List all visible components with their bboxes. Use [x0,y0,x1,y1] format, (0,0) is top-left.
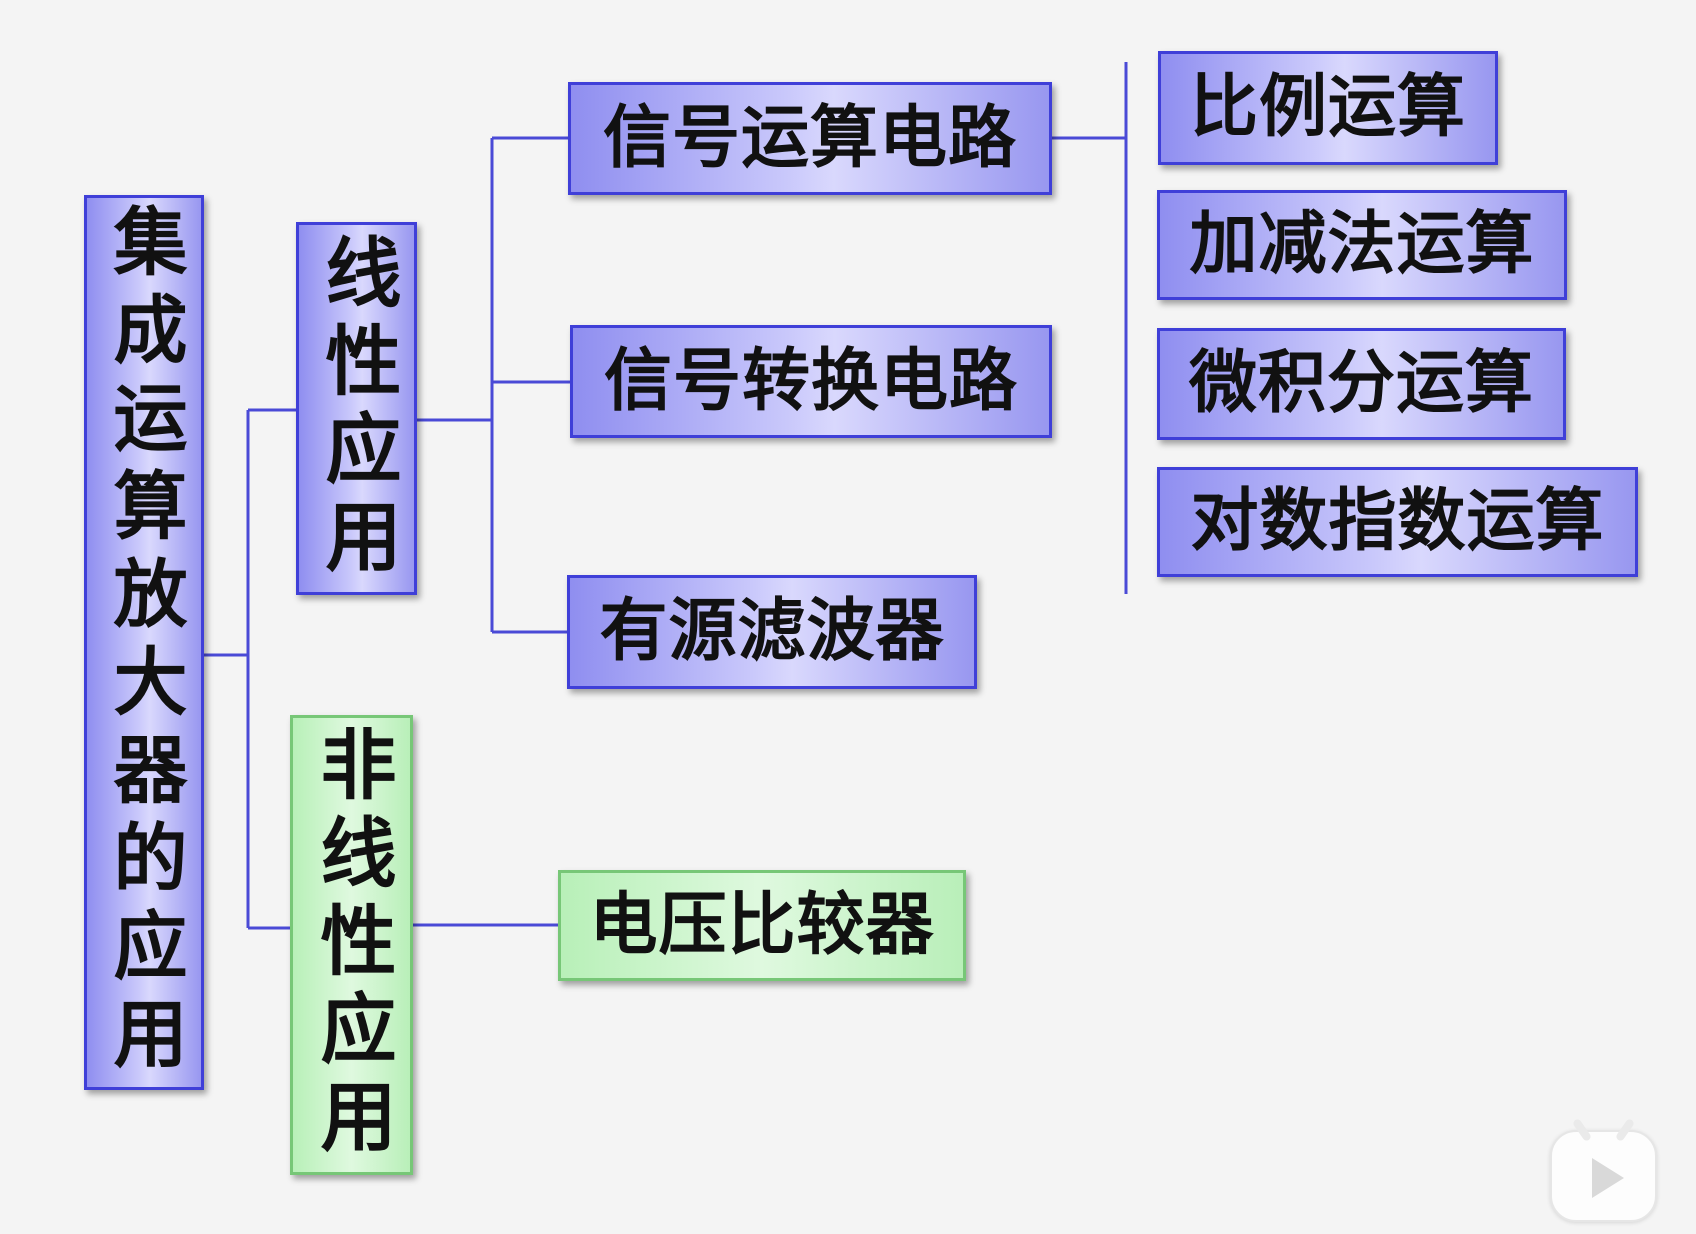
signal-conversion-circuit-node: 信号转换电路 [570,325,1052,438]
root-node: 集成运算放大器的应用 [84,195,204,1090]
root-label: 集成运算放大器的应用 [101,202,187,1083]
nonlinear-application-node: 非线性应用 [290,715,413,1175]
addition-subtraction-operation-node: 加减法运算 [1157,190,1567,300]
active-filter-node: 有源滤波器 [567,575,977,689]
signal-conversion-circuit-label: 信号转换电路 [603,341,1018,421]
active-filter-label: 有源滤波器 [599,592,945,671]
linear-application-label: 线性应用 [312,232,402,585]
signal-operation-circuit-node: 信号运算电路 [568,82,1052,195]
voltage-comparator-node: 电压比较器 [558,870,966,981]
play-button[interactable] [1550,1117,1657,1222]
nonlinear-application-label: 非线性应用 [307,725,397,1165]
addition-subtraction-operation-label: 加减法运算 [1189,205,1535,284]
integral-differential-operation-node: 微积分运算 [1157,328,1566,440]
log-exponential-operation-node: 对数指数运算 [1157,467,1638,577]
voltage-comparator-label: 电压比较器 [589,885,935,965]
play-icon [1592,1158,1624,1198]
signal-operation-circuit-label: 信号运算电路 [602,98,1017,178]
linear-application-node: 线性应用 [296,222,417,595]
log-exponential-operation-label: 对数指数运算 [1190,482,1605,561]
integral-differential-operation-label: 微积分运算 [1188,344,1534,423]
proportional-operation-label: 比例运算 [1189,68,1466,147]
proportional-operation-node: 比例运算 [1158,51,1498,165]
